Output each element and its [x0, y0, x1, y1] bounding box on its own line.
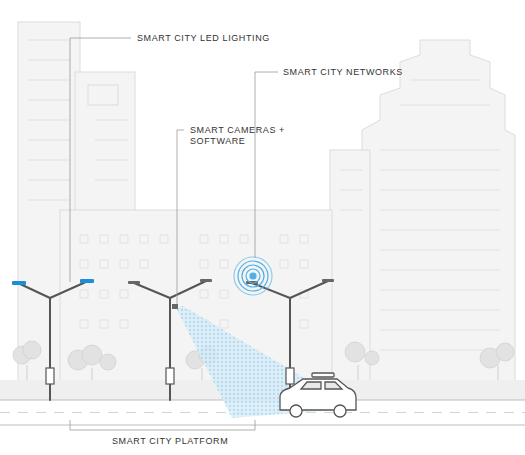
callout-label: SMART CITY NETWORKS: [283, 67, 403, 78]
callout-label: SMART CITY PLATFORM: [112, 436, 228, 447]
callout-label: SMART CITY LED LIGHTING: [137, 33, 270, 44]
callout-label: SMART CAMERAS + SOFTWARE: [190, 125, 295, 147]
